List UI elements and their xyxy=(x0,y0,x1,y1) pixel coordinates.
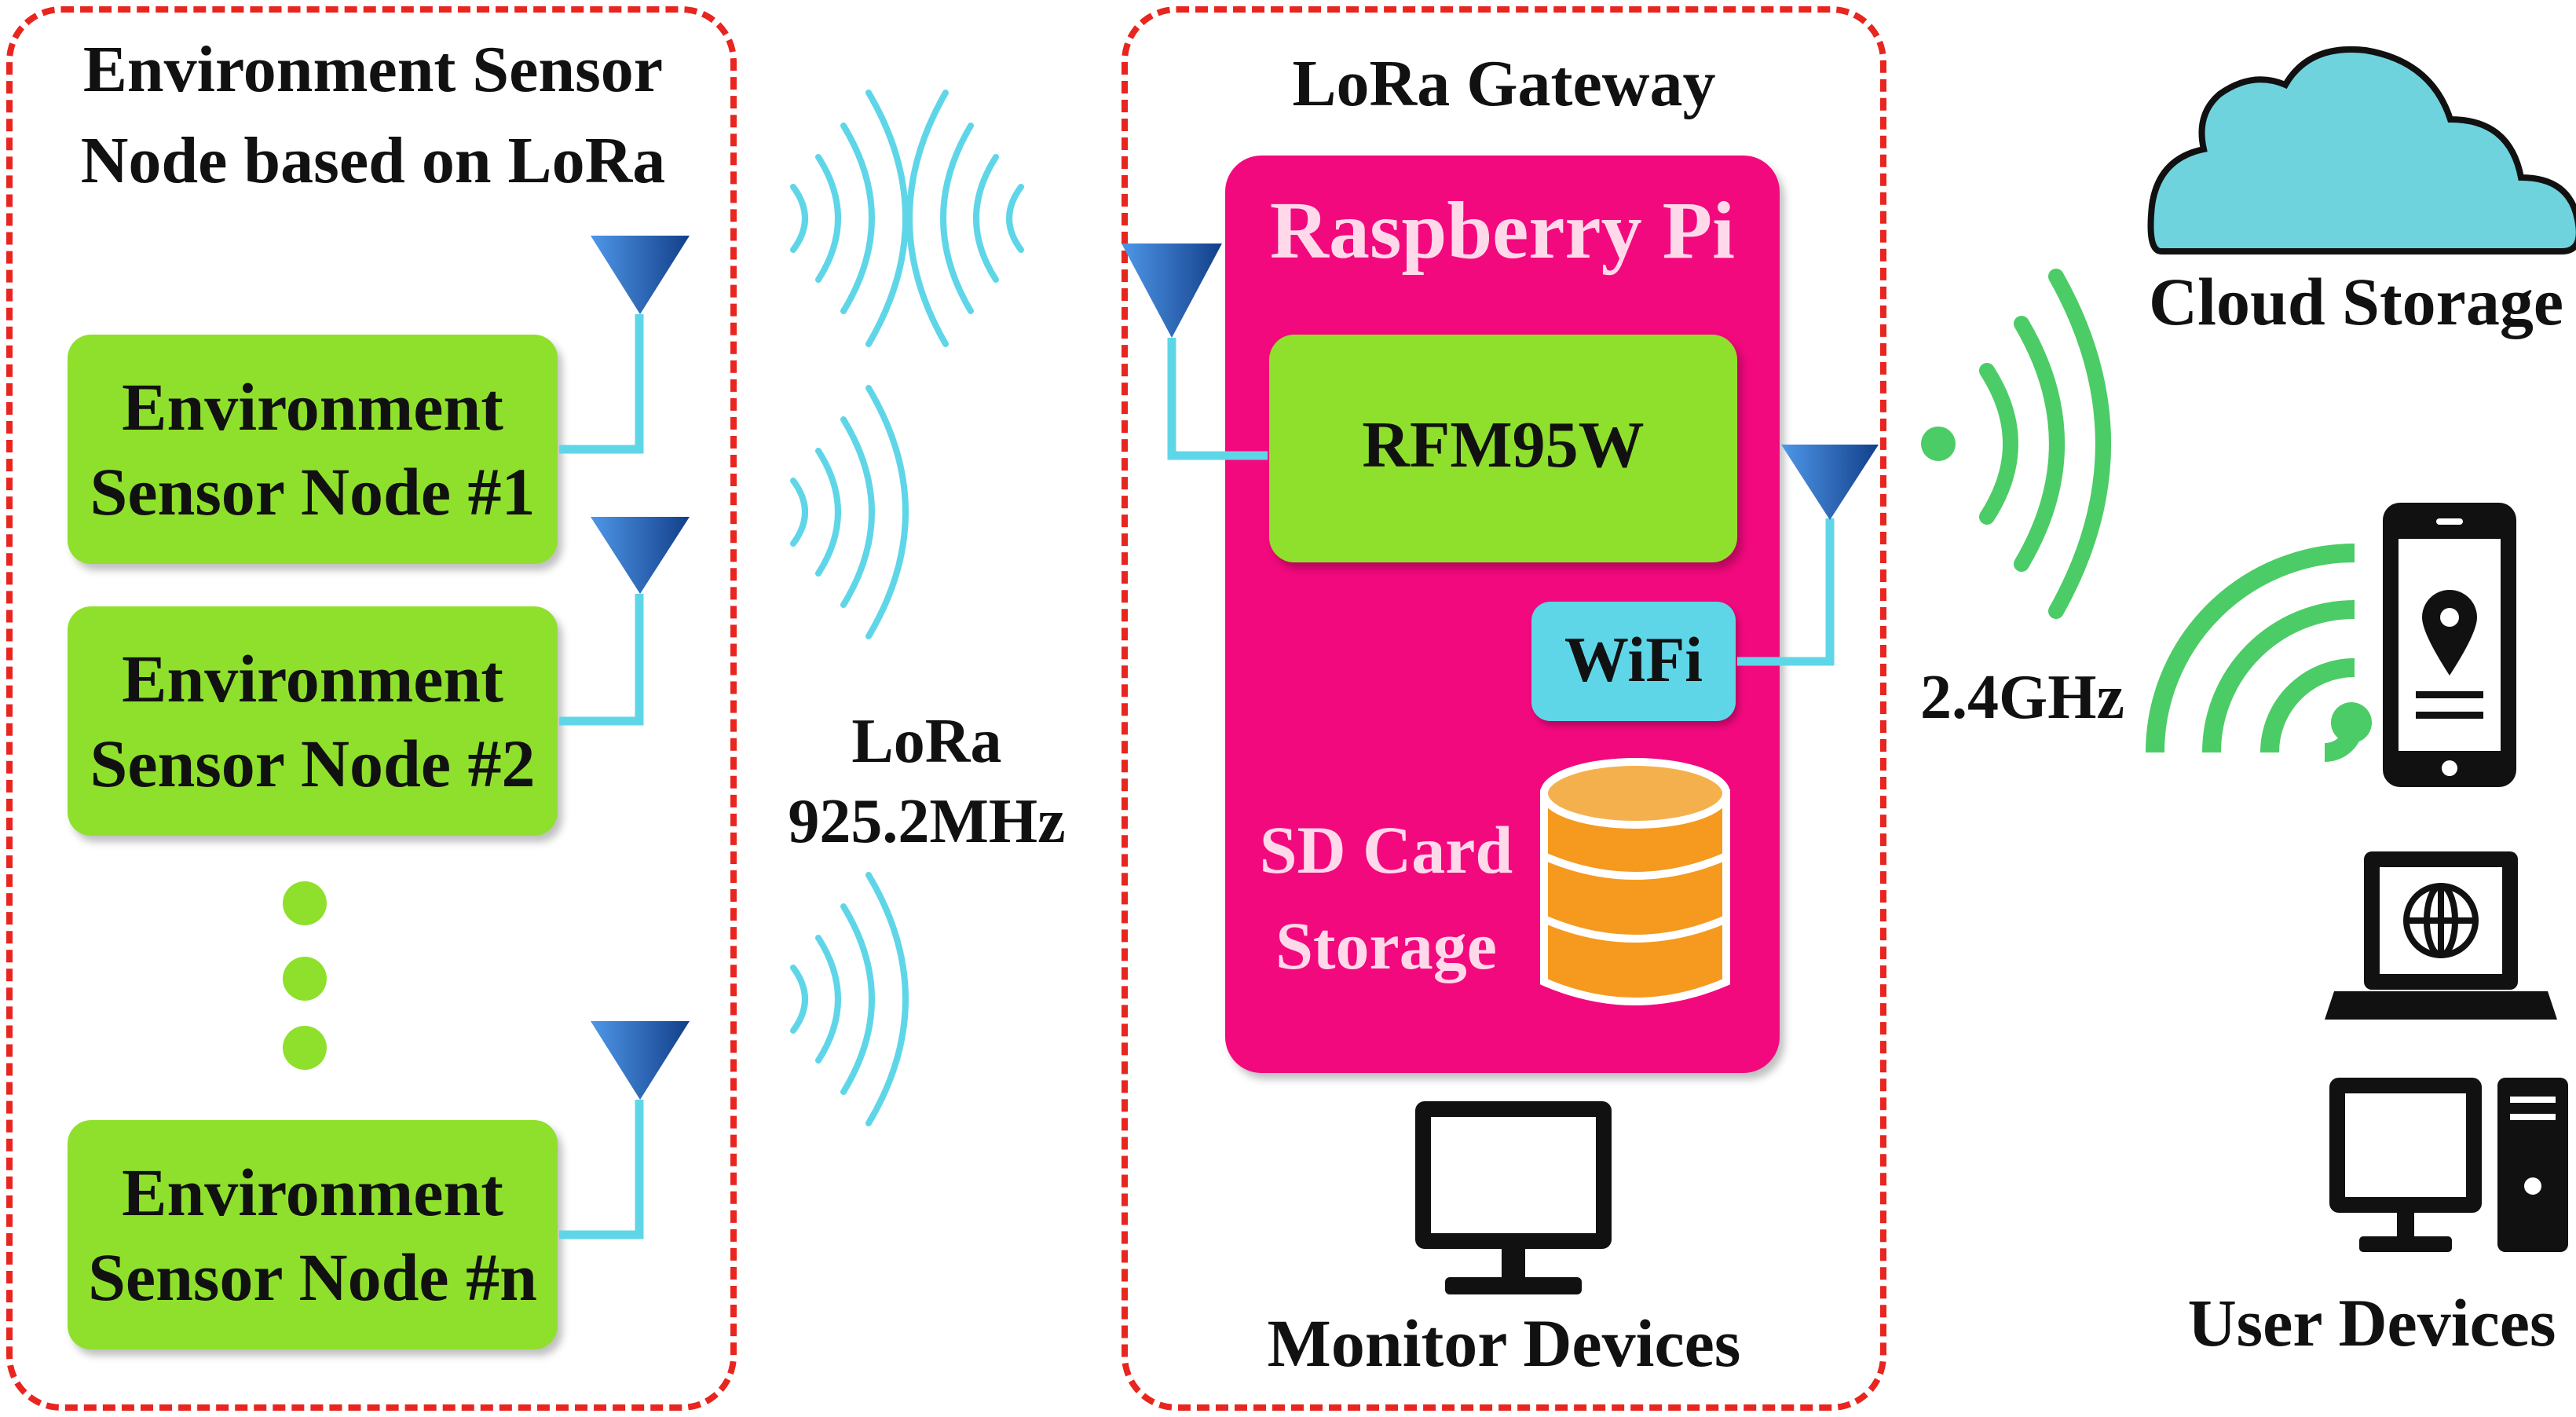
desktop-pc-icon xyxy=(2329,1078,2568,1252)
sd-card-storage-line1: SD Card xyxy=(1259,812,1513,888)
sensor-node-2: Environment Sensor Node #2 xyxy=(68,606,558,836)
raspberry-pi-label: Raspberry Pi xyxy=(1269,185,1736,276)
user-devices-label: User Devices xyxy=(2187,1285,2556,1360)
location-pin-icon xyxy=(2422,590,2477,676)
lora-link-label-line1: LoRa xyxy=(851,707,1002,776)
lora-wave-icon xyxy=(790,872,909,1126)
monitor-icon xyxy=(1415,1101,1612,1294)
sensor-node-1: Environment Sensor Node #1 xyxy=(68,335,558,564)
wireless-band-label: 2.4GHz xyxy=(1920,663,2124,732)
monitor-devices-label: Monitor Devices xyxy=(1267,1305,1741,1381)
antenna-icon xyxy=(591,517,690,594)
laptop-icon xyxy=(2325,851,2557,1020)
lora-wave-icon xyxy=(790,385,909,639)
wifi-module xyxy=(1531,602,1736,721)
lora-wave-icon xyxy=(790,90,1024,347)
sensor-group-title-line1: Environment Sensor xyxy=(82,33,664,106)
feed-line-wifi xyxy=(1737,518,1835,666)
sensor-group-title-line2: Node based on LoRa xyxy=(80,124,666,197)
gateway-title: LoRa Gateway xyxy=(1292,47,1716,120)
sensor-node-group xyxy=(6,6,737,1411)
feed-line-node-1 xyxy=(559,314,644,454)
lora-link-label-line2: 925.2MHz xyxy=(788,787,1066,856)
wifi-module-label: WiFi xyxy=(1564,624,1703,695)
sensor-node-n-line2: Sensor Node #n xyxy=(88,1239,537,1315)
sensor-node-n-line1: Environment xyxy=(122,1155,503,1230)
feed-line-node-n xyxy=(559,1100,644,1239)
wifi-wave-icon xyxy=(1921,269,2111,619)
sensor-node-1-line2: Sensor Node #1 xyxy=(90,454,536,529)
feed-line-node-2 xyxy=(559,594,644,726)
sensor-node-2-line1: Environment xyxy=(122,641,503,716)
sd-card-storage-line2: Storage xyxy=(1275,908,1497,983)
antenna-icon xyxy=(591,1021,690,1100)
sensor-node-2-line2: Sensor Node #2 xyxy=(90,726,536,801)
rfm95w-module xyxy=(1269,335,1737,562)
ellipsis-dot-2 xyxy=(283,957,327,1001)
database-icon xyxy=(1540,758,1730,1005)
antenna-icon xyxy=(1781,445,1879,520)
ellipsis-dot-3 xyxy=(283,1026,327,1070)
lora-gateway-group xyxy=(1122,6,1886,1411)
cloud-icon xyxy=(2147,46,2576,254)
feed-line-rfm95w xyxy=(1167,338,1268,460)
sensor-node-1-line1: Environment xyxy=(122,369,503,445)
antenna-icon xyxy=(591,236,690,314)
globe-icon xyxy=(2403,883,2479,958)
smartphone-icon xyxy=(2383,503,2516,787)
sensor-feed-lines xyxy=(559,314,1835,1239)
rfm95w-label: RFM95W xyxy=(1362,408,1645,481)
ellipsis-dot-1 xyxy=(283,881,327,925)
cloud-storage-label: Cloud Storage xyxy=(2149,264,2563,339)
sensor-node-n: Environment Sensor Node #n xyxy=(68,1120,558,1349)
antenna-icon xyxy=(1122,243,1222,338)
wifi-wave-icon xyxy=(2146,544,2372,762)
